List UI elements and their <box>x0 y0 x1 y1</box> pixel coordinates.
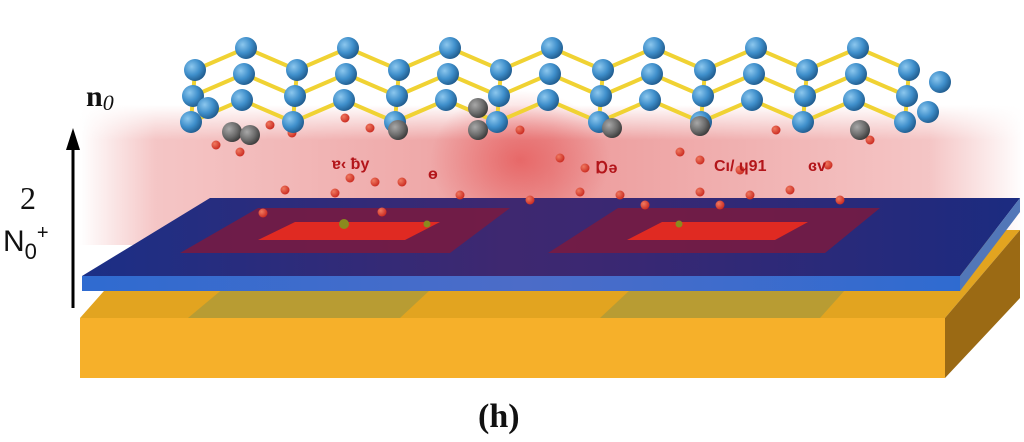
annotation-2: ө <box>428 166 438 183</box>
n0-label: n0 <box>86 80 114 115</box>
charge-patch-left <box>180 208 510 253</box>
annotation-3: Ɒə <box>596 160 618 177</box>
annotation-4: Cı/ ɥ91 <box>714 158 767 175</box>
lattice-atoms <box>180 37 951 145</box>
arrow-up-icon <box>66 128 80 308</box>
ion-particles <box>211 113 875 229</box>
charge-patch-right <box>548 208 880 253</box>
annotation-1: ɐ‹ ƀy <box>332 156 370 173</box>
panel-caption: (h) <box>478 398 520 435</box>
N0-plus-label: N0+ <box>3 222 49 264</box>
axis-number-label: 2 <box>20 180 36 216</box>
annotation-5: ɞv <box>808 158 826 175</box>
